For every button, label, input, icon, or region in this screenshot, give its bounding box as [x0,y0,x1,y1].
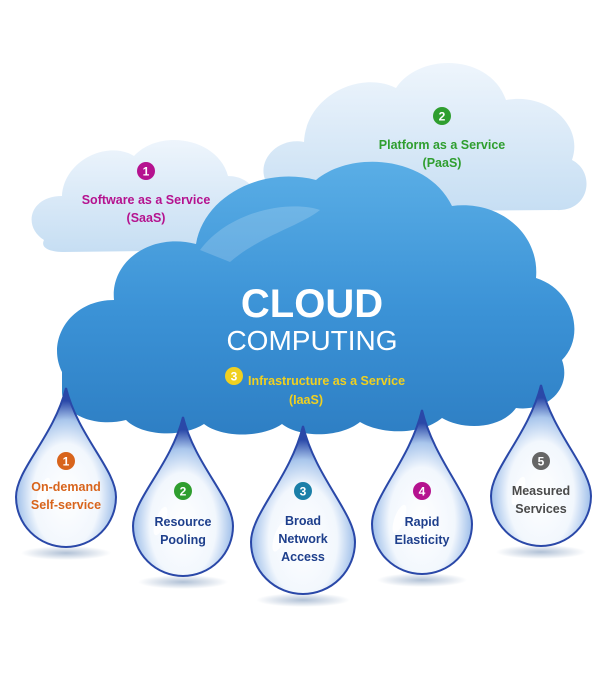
drop-highlight [511,476,526,506]
number-badge-label: 5 [538,455,545,469]
characteristic-label-line: Access [281,550,325,564]
number-badge-label: 2 [439,110,446,124]
characteristic-label-line: On-demand [31,480,100,494]
service-model-name: Infrastructure as a Service [248,374,405,388]
service-model-abbr: (PaaS) [423,156,462,170]
service-model-3: 3 Infrastructure as a Service (IaaS) [225,367,405,407]
number-badge [225,367,243,385]
drop-shadow [496,545,586,559]
drop-shadow [138,575,228,589]
title-cloud: CLOUD [241,282,383,326]
characteristic-label-line: Services [515,502,566,516]
drop-highlight [272,522,287,552]
characteristic-label-line: Rapid [405,515,440,529]
characteristic-label-line: Measured [512,484,570,498]
service-model-name: Software as a Service [82,193,211,207]
number-badge-label: 3 [300,485,307,499]
title-computing: COMPUTING [226,325,397,356]
number-badge-label: 3 [231,370,238,384]
characteristic-label-line: Elasticity [395,533,450,547]
characteristic-label-line: Pooling [160,533,206,547]
saas-cloud [31,139,260,252]
service-model-abbr: (SaaS) [127,211,166,225]
service-model-name: Platform as a Service [379,138,506,152]
drop-highlight [36,477,51,507]
main-cloud [57,161,575,435]
drop-shadow [256,593,350,607]
service-model-abbr: (IaaS) [289,393,323,407]
characteristics: 1On-demandSelf-service2ResourcePooling3B… [14,384,593,607]
characteristic-label-line: Broad [285,514,321,528]
number-badge [294,482,312,500]
number-badge [137,162,155,180]
drop-shadow [377,573,467,587]
drop-highlight [153,506,168,536]
number-badge [57,452,75,470]
water-drop [249,425,357,595]
drop-highlight [392,504,407,534]
characteristic-label-line: Resource [155,515,212,529]
drop-shadow [21,546,111,560]
number-badge [413,482,431,500]
characteristic-label-line: Network [278,532,327,546]
number-badge [532,452,550,470]
number-badge-label: 1 [143,165,150,179]
number-badge-label: 4 [419,485,426,499]
characteristic-label-line: Self-service [31,498,101,512]
number-badge-label: 2 [180,485,187,499]
number-badge [433,107,451,125]
number-badge-label: 1 [63,455,70,469]
number-badge [174,482,192,500]
